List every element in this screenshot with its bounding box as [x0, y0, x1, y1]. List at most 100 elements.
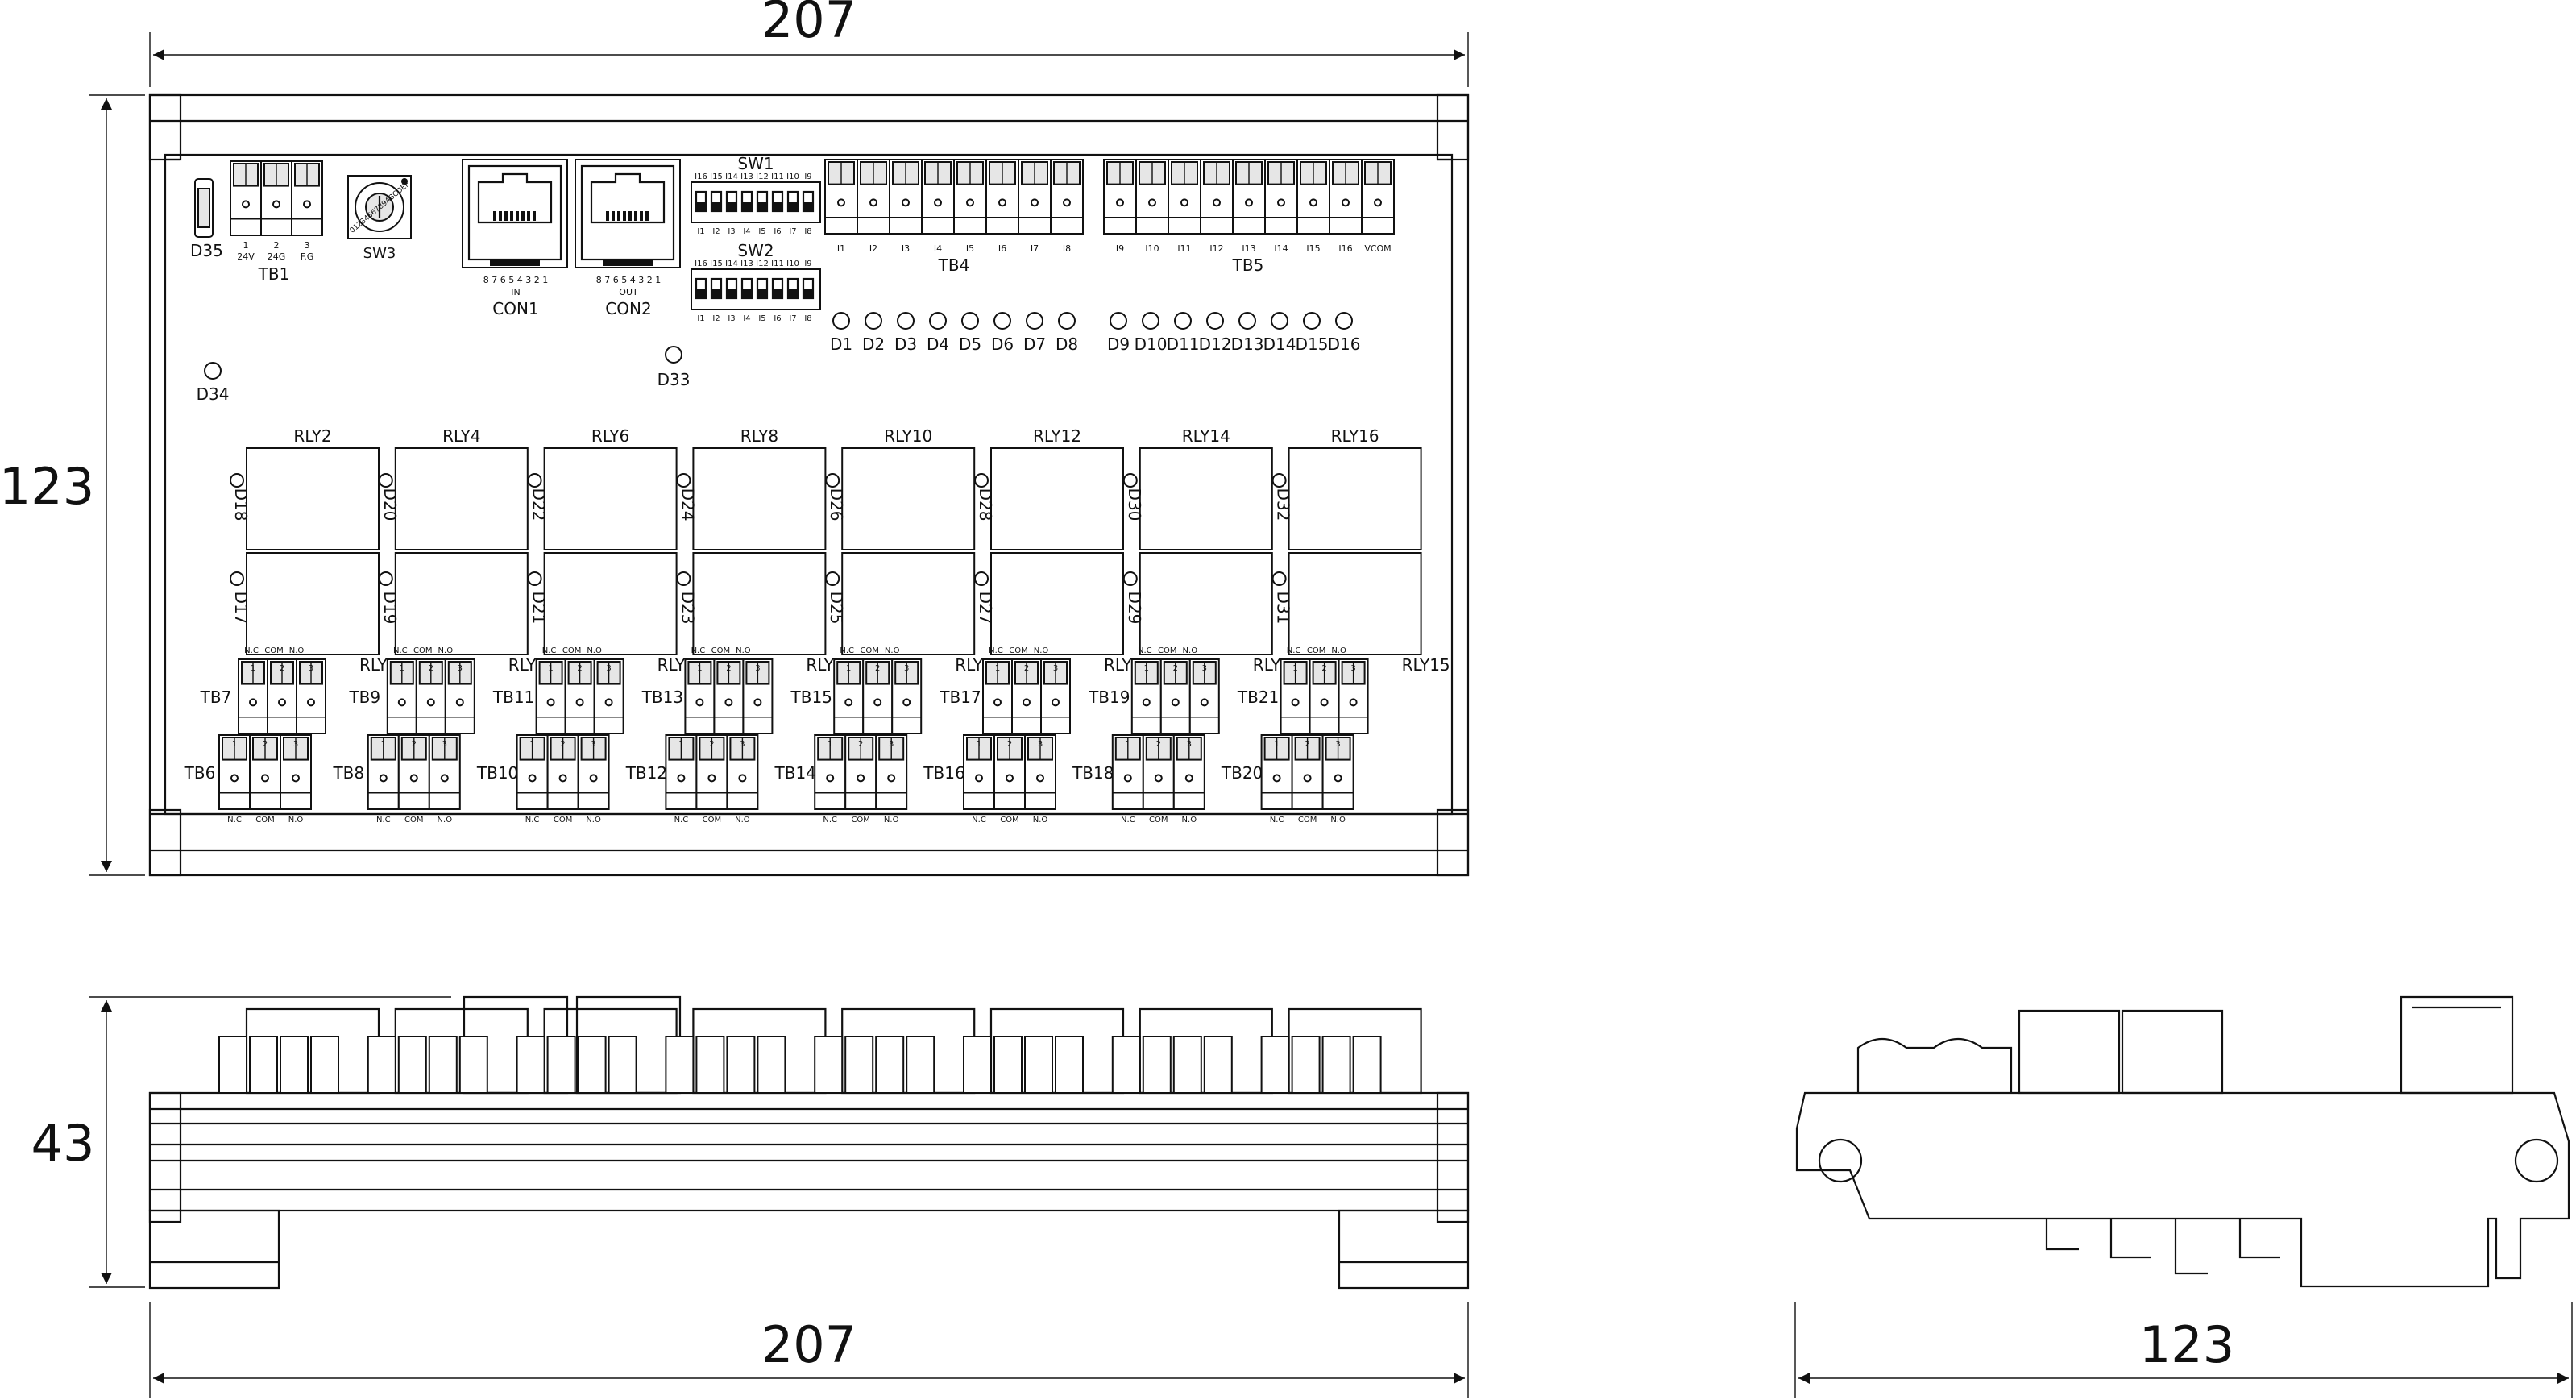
- con1-label: CON1: [492, 299, 538, 318]
- end-hole-right: [2514, 1138, 2559, 1183]
- tb-lower-label-2: TB8: [332, 763, 364, 783]
- tb-lower-1-cell-2-screw: [261, 774, 269, 783]
- tb-lower-6-cell-2-screw: [1006, 774, 1014, 783]
- relay-led-bottom-1: [230, 571, 244, 586]
- side-terminal-8-2: [1291, 1036, 1321, 1094]
- tb-lower-2-cell-2-screw: [409, 774, 418, 783]
- tb-lower-1-contact-2: COM: [255, 816, 274, 825]
- dim-bottom-width: 207: [761, 1315, 857, 1374]
- tb-upper-4-pin-3: 3: [755, 664, 760, 673]
- relay-led-bottom-6: [974, 571, 989, 586]
- relay-bottom-label-8: RLY15: [1402, 655, 1450, 675]
- tb5-cell-5: [1232, 159, 1266, 235]
- sw2-bottom-label-4: I4: [743, 314, 750, 323]
- tb5-cell-7: [1296, 159, 1330, 235]
- side-terminal-6-1: [963, 1036, 992, 1094]
- relay-bottom-4: [692, 552, 827, 655]
- led-label-d15: D15: [1296, 334, 1329, 354]
- con1-contact: [510, 211, 513, 221]
- side-terminal-1-3: [280, 1036, 309, 1094]
- led-d34: [204, 362, 222, 380]
- led-label-d10: D10: [1135, 334, 1168, 354]
- relay-upper-contact-6-1: N.C: [989, 646, 1003, 655]
- led-label-d13: D13: [1231, 334, 1264, 354]
- tb-upper-6-pin-1: 1: [995, 664, 1000, 673]
- relay-upper-contact-1-2: COM: [264, 646, 283, 655]
- led-label-d5: D5: [959, 334, 981, 354]
- relay-led-bottom-label-6: D27: [976, 592, 995, 625]
- relay-bottom-2: [394, 552, 529, 655]
- tb-lower-1-pin-2: 2: [263, 740, 268, 749]
- tb-upper-1-pin-1: 1: [251, 664, 255, 673]
- tb-lower-7-cell-2-screw: [1154, 774, 1163, 783]
- tb4-pin-1: I1: [837, 243, 845, 254]
- tb-lower-4-cell-2-screw: [707, 774, 716, 783]
- relay-led-top-3: [527, 473, 542, 488]
- led-label-d9: D9: [1107, 334, 1130, 354]
- tb-upper-1-cell-3: [296, 658, 326, 734]
- tb-lower-label-8: TB20: [1221, 763, 1263, 783]
- tb-upper-1-pin-3: 3: [309, 664, 313, 673]
- relay-top-5: [841, 447, 976, 550]
- con1-pins: 8 7 6 5 4 3 2 1: [483, 275, 548, 285]
- sw1-top-label-4: I13: [740, 172, 753, 181]
- tb-lower-3-cell-3: [577, 734, 610, 810]
- tb4-pin-4: I4: [934, 243, 942, 254]
- relay-upper-contact-8-3: N.O: [1331, 646, 1346, 655]
- tb5-pin-9: VCOM: [1364, 243, 1391, 254]
- tb-upper-3-cell-2-screw: [575, 698, 584, 707]
- tb4-cell-2: [857, 159, 890, 235]
- con2-contact: [623, 211, 626, 221]
- side-terminal-5-1: [814, 1036, 844, 1094]
- end-body: [1795, 1091, 2570, 1288]
- relay-led-top-5: [825, 473, 840, 488]
- side-terminal-7-4: [1203, 1036, 1233, 1094]
- side-terminal-8-4: [1352, 1036, 1382, 1094]
- tb-lower-2-pin-2: 2: [412, 740, 417, 749]
- tb-upper-label-4: TB13: [641, 688, 683, 707]
- tb5-cell-5-screw: [1245, 198, 1253, 207]
- tb5-cell-8: [1329, 159, 1363, 235]
- tb1-pin-2-cell-screw: [272, 200, 280, 209]
- tb-lower-1-cell-3: [280, 734, 312, 810]
- tb-lower-1-contact-1: N.C: [227, 816, 242, 825]
- tb5-pin-6: I14: [1274, 243, 1288, 254]
- tb-upper-4-pin-2: 2: [726, 664, 731, 673]
- tb5-pin-3: I11: [1177, 243, 1191, 254]
- tb1-pin-3-cell: [291, 160, 323, 236]
- tb-lower-4-pin-1: 1: [678, 740, 683, 749]
- side-foot-left: [148, 1209, 280, 1290]
- side-terminal-7-3: [1172, 1036, 1202, 1094]
- tb-lower-3-pin-2: 2: [560, 740, 565, 749]
- tb-upper-7-cell-3-screw: [1200, 698, 1209, 707]
- tb-upper-2-cell-2: [415, 658, 446, 734]
- tb-upper-3-cell-2: [564, 658, 595, 734]
- tb4-cell-7: [1018, 159, 1052, 235]
- tb-lower-2-cell-1-screw: [379, 774, 388, 783]
- tb4-cell-3: [889, 159, 923, 235]
- relay-top-1: [246, 447, 380, 550]
- tb-upper-8-cell-2-screw: [1320, 698, 1329, 707]
- sw2-knob-3: [728, 289, 736, 297]
- tb-lower-5-contact-3: N.O: [884, 816, 899, 825]
- tb-upper-3-cell-3: [593, 658, 624, 734]
- relay-led-top-2: [378, 473, 393, 488]
- tb-upper-4-cell-3: [742, 658, 774, 734]
- tb5-pin-1: I9: [1116, 243, 1124, 254]
- relay-upper-contact-8-1: N.C: [1287, 646, 1301, 655]
- sw1-knob-6: [774, 202, 782, 210]
- tb4-cell-5-screw: [966, 198, 974, 207]
- dim-side-height: 43: [31, 1114, 95, 1173]
- tb4-pin-5: I5: [966, 243, 974, 254]
- tb-upper-8-cell-1: [1280, 658, 1311, 734]
- tb-lower-1-contact-3: N.O: [288, 816, 304, 825]
- con1-contact: [527, 211, 530, 221]
- tb-lower-2-pin-1: 1: [381, 740, 386, 749]
- side-terminal-4-4: [757, 1036, 786, 1094]
- end-clip-detail: [2045, 1219, 2280, 1275]
- tb-upper-1-cell-2-screw: [278, 698, 286, 707]
- tb5-label: TB5: [1232, 255, 1264, 275]
- tb4-cell-1-screw: [837, 198, 845, 207]
- sw1-slider-8: [802, 190, 815, 213]
